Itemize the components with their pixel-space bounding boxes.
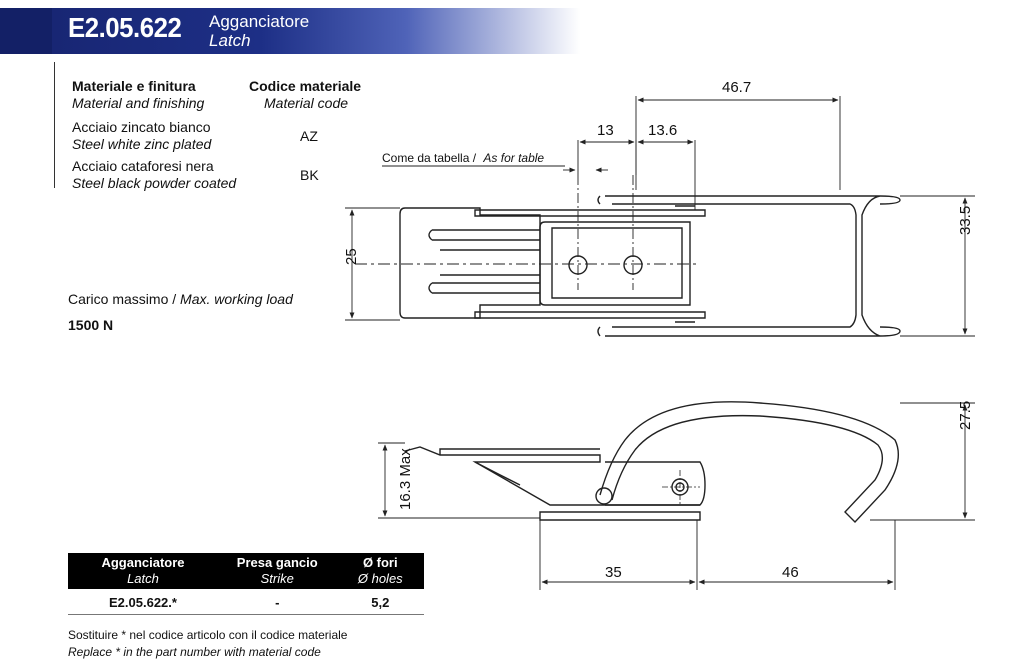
side-dimensions [378,402,975,590]
table-ref-note: Come da tabella / As for table [382,151,544,165]
product-title-it: Agganciatore [209,12,310,31]
header-band [0,8,580,54]
footnote-en: Replace * in the part number with materi… [68,645,321,659]
dim-16-3-max: 16.3 Max [397,448,414,510]
table-header-holes-en: Ø holes [357,571,403,586]
product-code: E2.05.622 [68,12,182,43]
materials-header-en: Material and finishing [72,95,205,111]
footnote-it: Sostituire * nel codice articolo con il … [68,628,348,642]
table-header-latch-en: Latch [127,571,159,586]
product-title-en: Latch [209,31,251,50]
code-header-it: Codice materiale [249,78,362,94]
material-row-2-en: Steel black powder coated [72,175,237,191]
spec-table: Agganciatore Latch Presa gancio Strike Ø… [68,553,424,615]
material-row-1-code: AZ [300,128,318,144]
dim-35: 35 [605,564,622,581]
table-header-strike-it: Presa gancio [236,555,318,570]
material-row-2-code: BK [300,167,319,183]
dim-25: 25 [343,248,360,265]
spec-table-header-row: Agganciatore Latch Presa gancio Strike Ø… [68,553,424,589]
dim-46: 46 [782,564,799,581]
top-dimensions [345,96,975,337]
table-header-strike: Presa gancio Strike [217,553,337,589]
dim-13-6: 13.6 [648,122,677,139]
table-header-strike-en: Strike [260,571,294,586]
dim-46-7: 46.7 [722,79,751,96]
material-row-1-it: Acciaio zincato bianco [72,119,211,135]
top-view [355,175,901,337]
table-cell-strike: - [217,589,337,615]
header-accent-block [0,8,52,54]
max-load-value: 1500 N [68,317,114,333]
section-divider [54,62,55,188]
max-load-label-it: Carico massimo / [68,291,177,307]
table-header-latch: Agganciatore Latch [68,553,218,589]
material-row-2-it: Acciaio cataforesi nera [72,158,214,174]
material-row-1-en: Steel white zinc plated [72,136,212,152]
table-ref-note-it: Come da tabella / [382,151,477,165]
code-header-en: Material code [264,95,349,111]
dim-27-5: 27.5 [957,401,974,430]
max-load-label-en: Max. working load [180,291,293,307]
table-cell-holes: 5,2 [336,589,424,615]
dim-33-5: 33.5 [957,206,974,235]
side-view [404,401,899,524]
table-header-holes-it: Ø fori [362,555,398,570]
table-ref-note-en: As for table [482,151,544,165]
table-row: E2.05.622.* - 5,2 [68,589,424,615]
dim-13: 13 [597,122,614,139]
table-cell-latch: E2.05.622.* [68,589,218,615]
materials-header-it: Materiale e finitura [72,78,196,94]
max-load-label: Carico massimo / Max. working load [68,291,293,307]
table-header-holes: Ø fori Ø holes [336,553,424,589]
table-header-latch-it: Agganciatore [101,555,185,570]
